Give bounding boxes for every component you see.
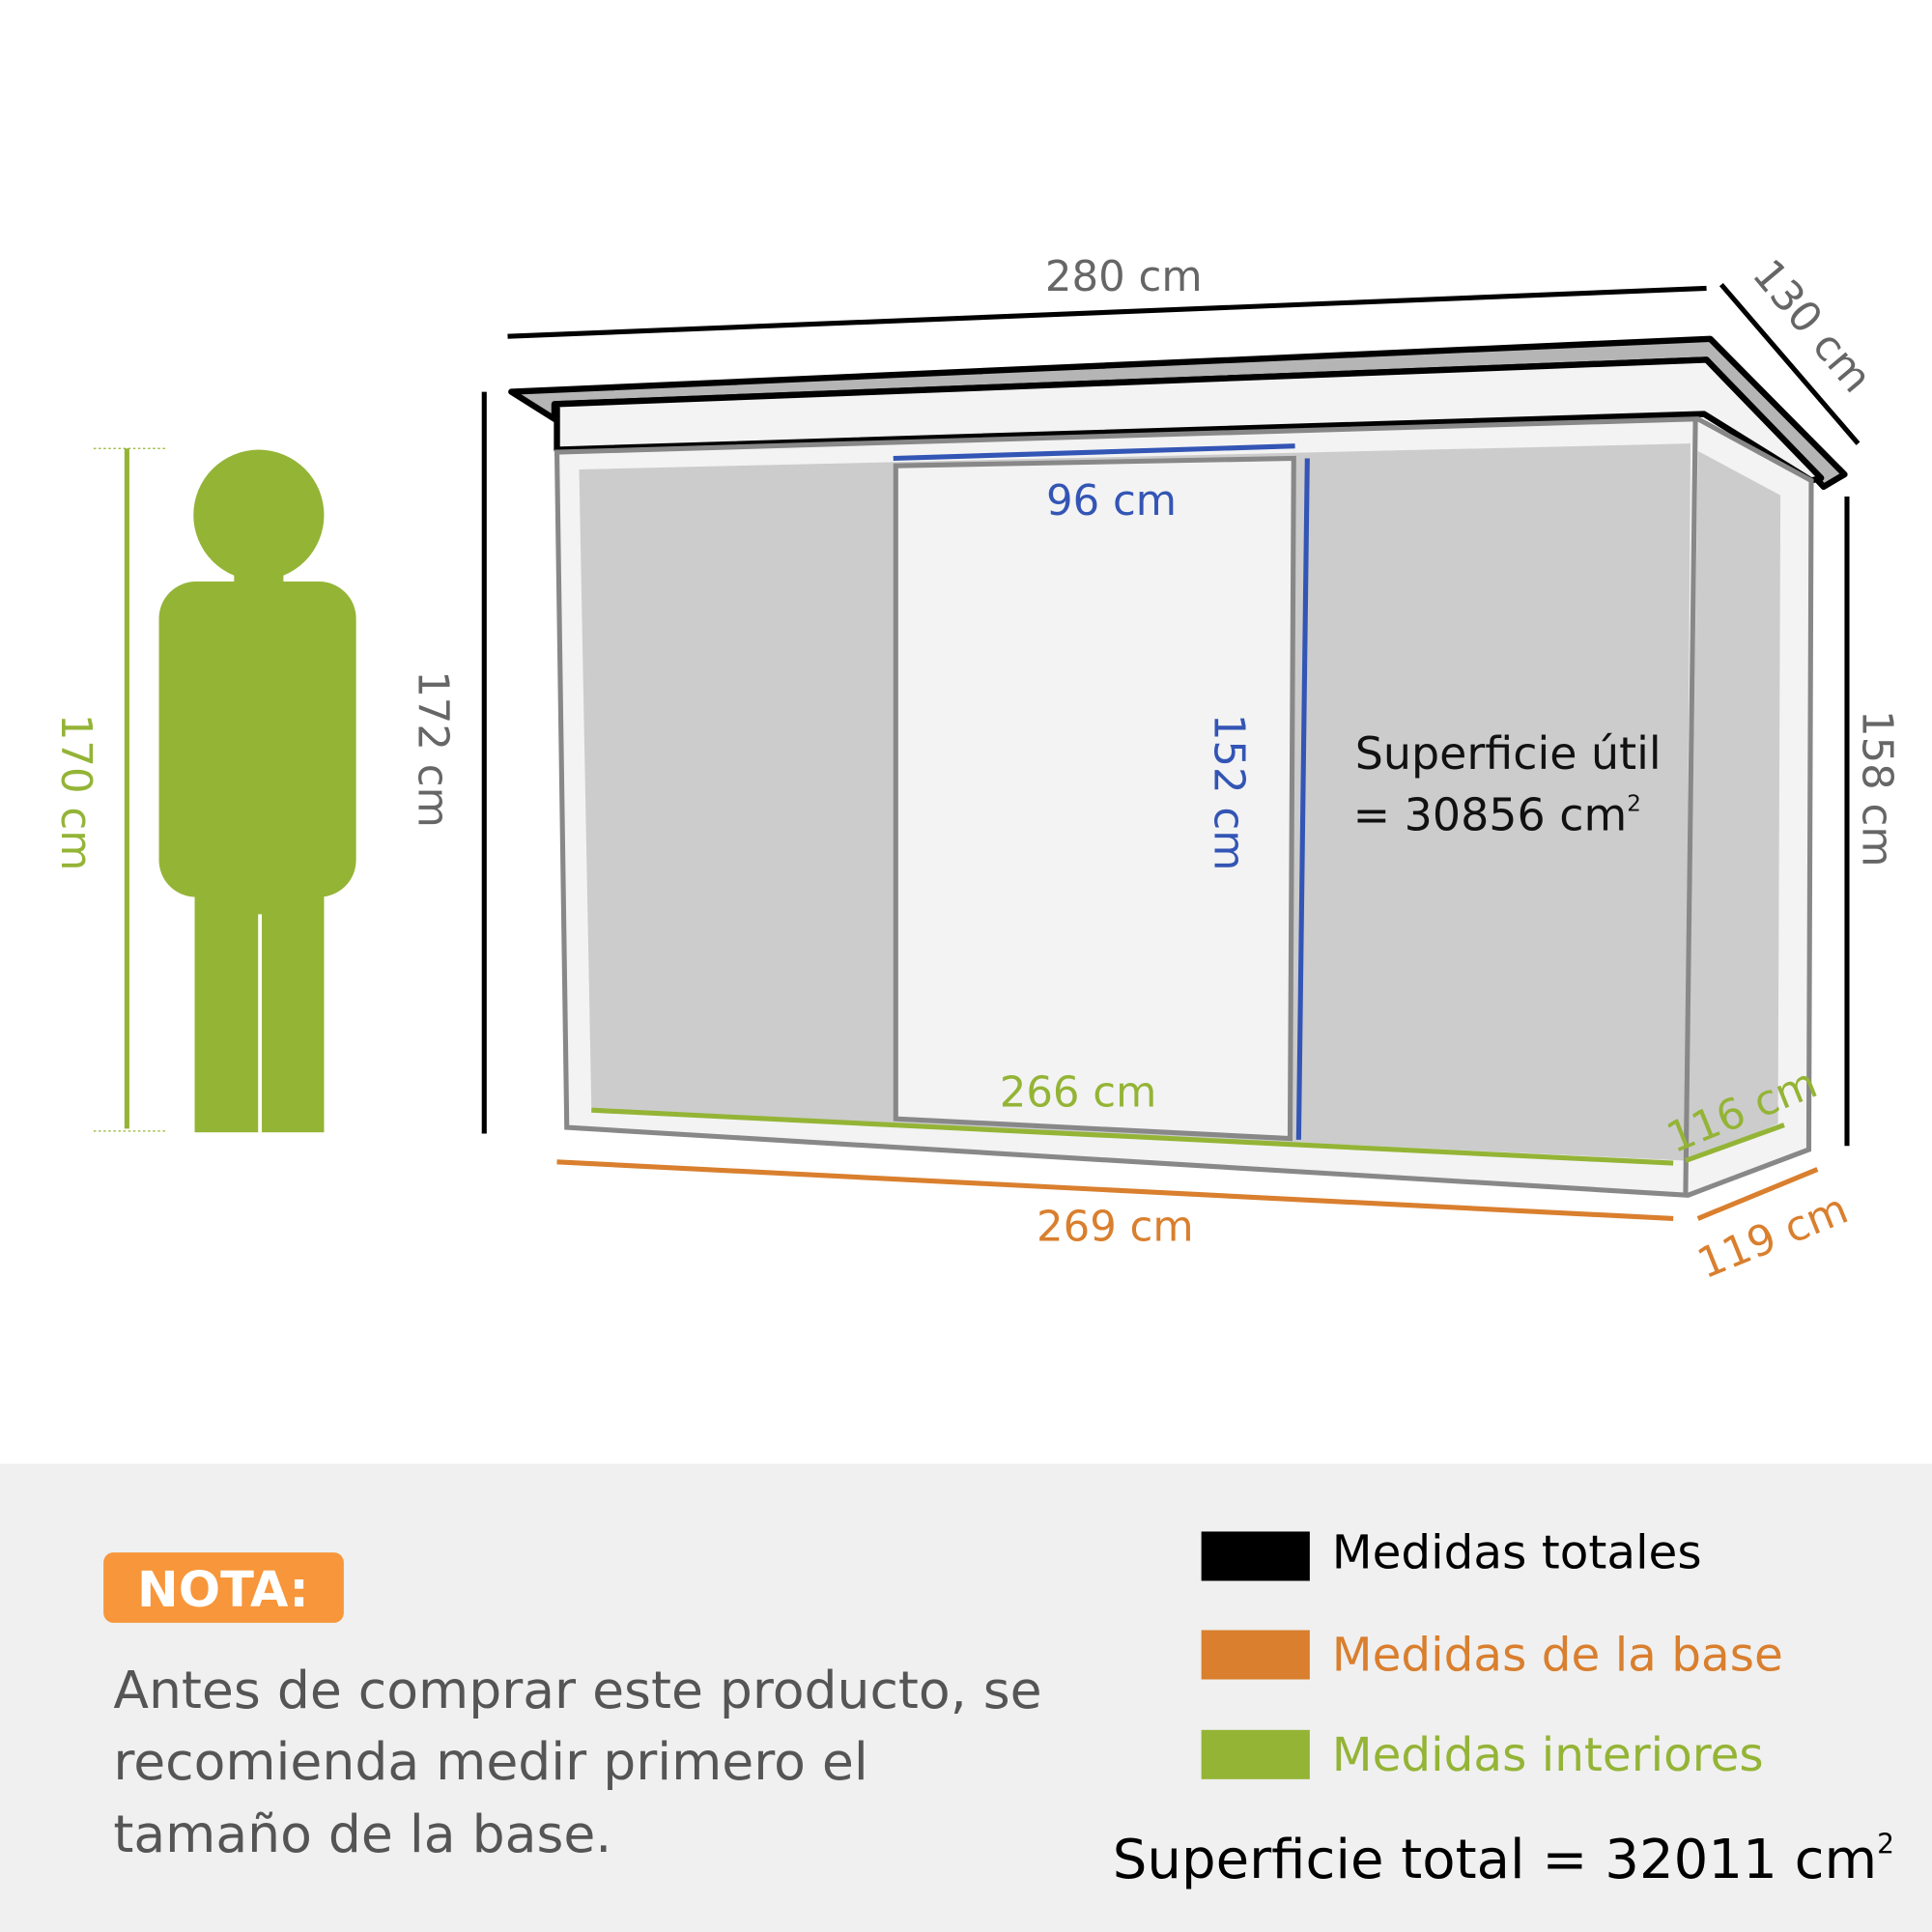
usable-area-title: Superficie útil [1355, 727, 1662, 780]
legend-swatch-interior [1201, 1729, 1310, 1779]
legend-swatch-base [1201, 1630, 1310, 1680]
note-line-1: Antes de comprar este producto, se [113, 1660, 1041, 1720]
legend-label-interior: Medidas interiores [1332, 1728, 1764, 1782]
interior-dimension-lines [591, 1107, 1785, 1166]
person-height-line [93, 447, 165, 1132]
shed [508, 335, 1848, 1198]
front-height-label: 172 cm [409, 670, 457, 828]
base-length-label: 269 cm [1037, 1203, 1194, 1251]
total-area-label: Superficie total = 32011 cm2 [1113, 1828, 1894, 1891]
total-length-label: 280 cm [1045, 253, 1203, 301]
info-panel [0, 1463, 1932, 1932]
door-dimension-lines [893, 443, 1310, 1140]
person-silhouette [158, 449, 356, 1133]
total-depth-label: 130 cm [1743, 251, 1881, 403]
legend-swatch-total [1201, 1531, 1310, 1581]
door-height-label: 152 cm [1205, 714, 1253, 871]
base-depth-label: 119 cm [1691, 1185, 1856, 1289]
note-line-2: recomienda medir primero el [113, 1731, 867, 1792]
note-line-3: tamaño de la base. [113, 1804, 611, 1864]
back-height-label: 158 cm [1853, 710, 1901, 867]
usable-area-value: = 30856 cm2 [1353, 789, 1641, 841]
person-height-label: 170 cm [51, 714, 99, 871]
note-badge-label: NOTA: [137, 1562, 309, 1619]
base-dimension-lines [556, 1159, 1819, 1222]
legend-label-total: Medidas totales [1332, 1526, 1702, 1580]
note-badge [103, 1552, 344, 1623]
legend-label-base: Medidas de la base [1332, 1629, 1783, 1683]
total-dimension-lines [481, 282, 1861, 1147]
door-width-label: 96 cm [1046, 477, 1177, 526]
interior-length-label: 266 cm [1000, 1068, 1157, 1117]
